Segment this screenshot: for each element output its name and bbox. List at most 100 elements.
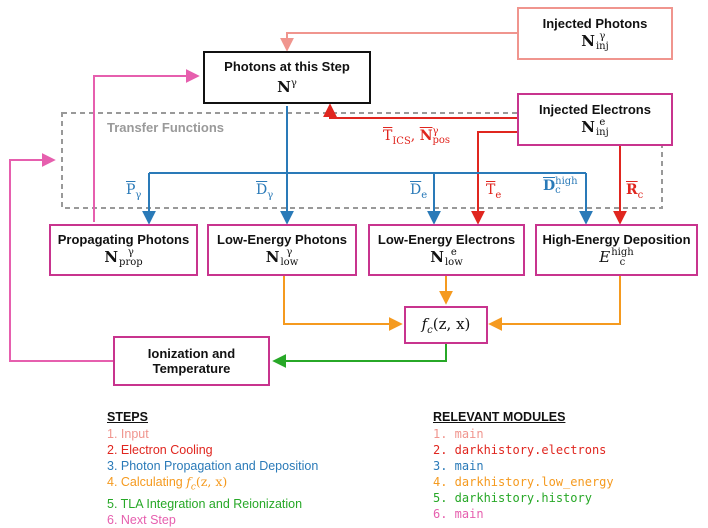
node-title-line2: Temperature — [152, 361, 231, 376]
math-sup: γ — [286, 247, 293, 258]
label-sup2: γ — [432, 126, 439, 137]
module-6: 6. main — [433, 507, 484, 521]
transfer-functions-label: Transfer Functions — [107, 120, 225, 135]
math-symbol: N — [581, 31, 595, 50]
math-sub: inj — [595, 40, 609, 52]
step-6: 6. Next Step — [107, 512, 176, 527]
math-args: (z, x) — [432, 314, 471, 333]
label-main: R — [626, 182, 638, 198]
steps-list: STEPS 1. Input 2. Electron Cooling 3. Ph… — [107, 409, 318, 528]
math-sub: c — [427, 324, 433, 336]
label-d-e: De — [410, 182, 427, 204]
math-symbol: N — [265, 248, 280, 266]
label-main: D — [410, 182, 422, 198]
math-sup: γ — [127, 247, 134, 258]
math-sup: e — [450, 247, 457, 258]
edge-ics-to-photons — [323, 103, 517, 119]
module-5: 5. darkhistory.history — [433, 491, 592, 505]
step-4-math: fc(z, x) — [186, 474, 228, 493]
math-args: (z, x) — [195, 474, 228, 489]
label-main: T — [486, 182, 496, 198]
modules-header: RELEVANT MODULES — [433, 410, 566, 424]
math-sup: γ — [290, 78, 297, 89]
label-sub: e — [421, 189, 428, 201]
math-sub: low — [280, 257, 299, 268]
edge-highdep-fc — [488, 276, 621, 331]
math-sub: c — [619, 257, 626, 268]
math-symbol: f — [186, 474, 191, 489]
node-title: Injected Electrons — [539, 101, 651, 117]
edge-propagating-loop — [93, 69, 200, 222]
label-t-e: Te — [486, 182, 501, 204]
edge-lowphotons-fc — [283, 276, 403, 331]
node-title: Low-Energy Electrons — [377, 232, 516, 247]
node-title: Injected Photons — [542, 15, 648, 31]
label-r-c: Rc — [626, 182, 643, 204]
math-symbol: N — [277, 78, 291, 96]
edge-injected-photons — [280, 32, 517, 52]
label-d-gamma: Dγ — [256, 182, 273, 204]
node-math: Nγ — [277, 75, 297, 96]
label-main: T — [383, 128, 393, 144]
step-4-text: 4. Calculating — [107, 475, 187, 489]
label-sub: ICS — [392, 135, 411, 147]
step-3: 3. Photon Propagation and Deposition — [107, 459, 319, 473]
step-5: 5. TLA Integration and Reionization — [107, 496, 303, 511]
math-symbol: E — [599, 248, 611, 266]
math-sup: γ — [599, 30, 606, 42]
label-main: D — [256, 182, 268, 198]
module-1: 1. main — [433, 427, 484, 441]
math-sub: inj — [595, 126, 609, 138]
transfer-functions-region — [61, 112, 663, 209]
label-sub: c — [555, 185, 561, 196]
node-title-line1: Ionization and — [147, 346, 236, 361]
math-sub: low — [444, 257, 463, 268]
modules-list: RELEVANT MODULES 1. main 2. darkhistory.… — [433, 409, 614, 522]
step-2: 2. Electron Cooling — [107, 443, 213, 457]
math-sup: high — [611, 247, 634, 258]
label-sup: high — [555, 176, 578, 187]
label-sep: , — [410, 128, 420, 144]
step-1: 1. Input — [107, 427, 149, 441]
node-photons-at-step: Photons at this Step Nγ — [203, 51, 371, 104]
math-symbol: N — [104, 248, 119, 266]
node-title: Photons at this Step — [224, 59, 350, 74]
module-4: 4. darkhistory.low_energy — [433, 475, 614, 489]
label-sub2: pos — [432, 135, 451, 146]
label-main: P — [126, 182, 136, 198]
math-sub: prop — [119, 257, 143, 268]
step-4: 4. Calculating fc(z, x) — [107, 474, 318, 496]
edge-fc-ionization — [272, 344, 447, 368]
math-sup: e — [599, 116, 606, 128]
node-title: High-Energy Deposition — [542, 232, 691, 247]
node-ionization-temperature: Ionization and Temperature — [113, 336, 270, 386]
label-sub: γ — [267, 189, 274, 201]
steps-header: STEPS — [107, 410, 148, 424]
math-symbol: f — [421, 314, 428, 333]
node-title: Propagating Photons — [57, 232, 190, 247]
edge-ionization-loop — [9, 153, 113, 362]
module-2: 2. darkhistory.electrons — [433, 443, 607, 457]
label-main: D — [543, 178, 556, 194]
label-sub: γ — [135, 189, 142, 201]
label-sub: c — [637, 189, 644, 201]
fc-math: fc(z, x) — [422, 315, 471, 336]
math-symbol: N — [430, 248, 444, 266]
math-symbol: N — [581, 117, 595, 136]
edge-te — [471, 131, 517, 225]
node-title: Low-Energy Photons — [217, 232, 347, 247]
label-sub: e — [495, 189, 502, 201]
node-fc: fc(z, x) — [404, 306, 488, 344]
math-sub: c — [190, 482, 196, 493]
